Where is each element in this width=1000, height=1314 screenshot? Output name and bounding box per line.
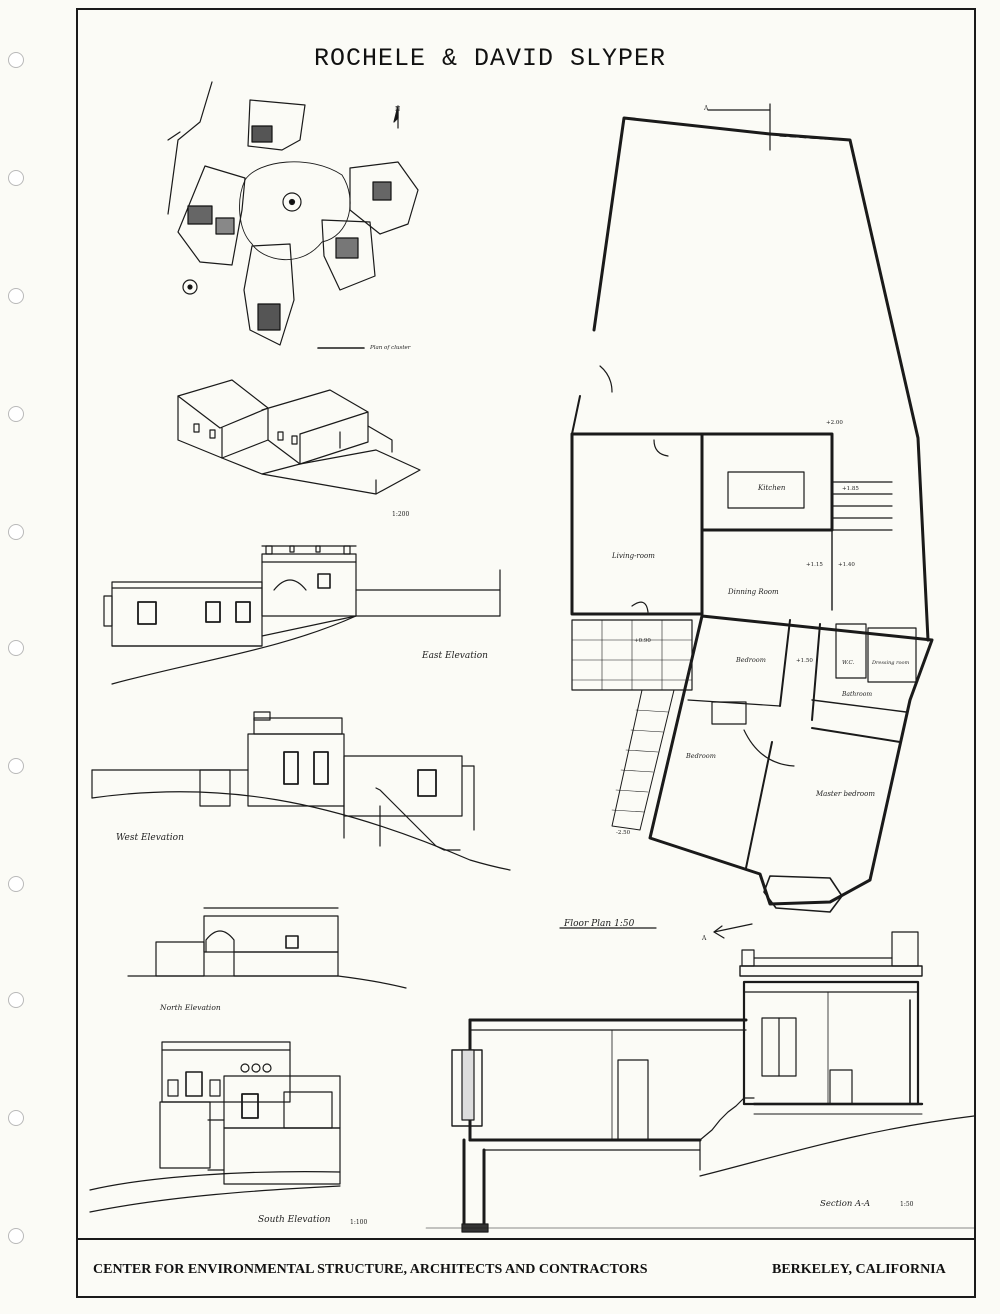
binder-hole [8,524,24,540]
section-scale-label: 1:50 [900,1201,914,1208]
room-living: Living-room [611,552,655,560]
footer-divider [76,1238,976,1240]
room-dressing: Dressing room [871,660,910,666]
floor-plan [570,103,934,913]
binder-hole [8,1110,24,1126]
level-mark: +1.15 [806,562,823,568]
east-elevation [103,545,501,685]
room-bathroom: Bathroom [841,691,872,698]
south-elevation-label: South Elevation [258,1215,331,1225]
level-mark: +1.85 [842,486,859,492]
north-elevation [127,907,407,989]
west-elevation [91,711,511,871]
section-marker-bottom: A [701,935,707,942]
section-marker-top: A [703,105,709,112]
floor-plan-label: Floor Plan 1:50 [563,919,635,929]
axon-scale-label: 1:200 [392,511,409,518]
binder-hole [8,1228,24,1244]
firm-name: CENTER FOR ENVIRONMENTAL STRUCTURE, ARCH… [93,1262,648,1277]
west-elevation-label: West Elevation [116,833,184,843]
firm-location: BERKELEY, CALIFORNIA [772,1262,946,1277]
section-cut-line [713,923,753,933]
north-arrow-label: N [395,106,400,113]
south-scale-label: 1:100 [350,1219,367,1226]
binder-hole [8,758,24,774]
level-mark: +0.90 [634,638,651,644]
north-elevation-label: North Elevation [159,1003,221,1012]
level-mark: +2.00 [826,420,843,426]
binder-hole [8,288,24,304]
sheet-title: ROCHELE & DAVID SLYPER [313,44,667,73]
level-mark: -2.50 [616,830,631,836]
room-kitchen: Kitchen [757,484,786,492]
room-wc: W.C. [842,660,854,666]
cluster-plan-label: Plan of cluster [369,345,411,351]
cluster-site-plan [167,81,419,349]
south-elevation [89,1041,341,1213]
room-master-bedroom: Master bedroom [815,790,875,798]
binder-hole [8,640,24,656]
room-dining: Dinning Room [727,588,779,596]
binder-hole [8,406,24,422]
binder-hole [8,992,24,1008]
east-elevation-label: East Elevation [421,651,488,661]
section-arrow [713,925,725,939]
sheet-border [76,8,976,1298]
binder-hole [8,52,24,68]
binder-hole [8,170,24,186]
level-mark: +1.40 [838,562,855,568]
room-bedroom-1: Bedroom [735,656,766,664]
section-a-a [425,931,975,1233]
binder-hole [8,876,24,892]
section-label: Section A-A [820,1199,870,1209]
level-mark: +1.50 [796,658,813,664]
axonometric-view [177,379,421,495]
room-bedroom-2: Bedroom [685,752,716,760]
